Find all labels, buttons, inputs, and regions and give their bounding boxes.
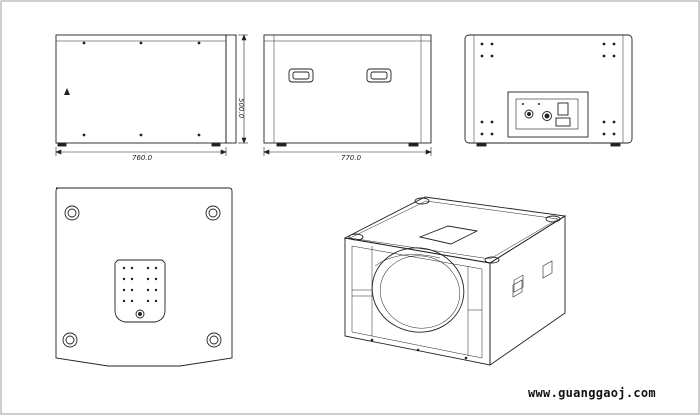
iso-right-face	[489, 215, 566, 366]
side-cabinet-outline	[263, 34, 432, 144]
front-width-label: 760.0	[132, 154, 153, 162]
side-depth-label: 770.0	[341, 154, 362, 162]
amplifier-panel	[507, 91, 589, 138]
height-label: 500.0	[237, 98, 245, 119]
side-view	[263, 34, 432, 156]
top-view	[55, 187, 233, 367]
front-side-panel	[225, 34, 237, 144]
front-cabinet-outline	[55, 34, 227, 144]
isometric-view	[343, 196, 567, 366]
iso-speaker-cone	[371, 247, 465, 333]
rear-view	[464, 34, 633, 147]
top-feet	[62, 205, 222, 348]
iso-top-face	[343, 196, 567, 264]
watermark: www.guanggaoj.com	[528, 386, 656, 400]
front-view	[55, 34, 248, 156]
side-depth-dimension	[263, 147, 432, 156]
brand-logo	[64, 88, 70, 95]
top-mounting-plate	[114, 259, 166, 323]
top-cabinet-outline	[55, 187, 233, 367]
front-width-dimension	[55, 147, 227, 156]
height-dimension	[238, 34, 248, 144]
iso-top-plate	[418, 225, 479, 245]
rear-screws	[480, 42, 616, 136]
front-screws	[82, 41, 201, 137]
rear-cabinet-outline	[464, 34, 633, 144]
handle-left	[288, 68, 314, 83]
handle-right	[366, 68, 392, 83]
